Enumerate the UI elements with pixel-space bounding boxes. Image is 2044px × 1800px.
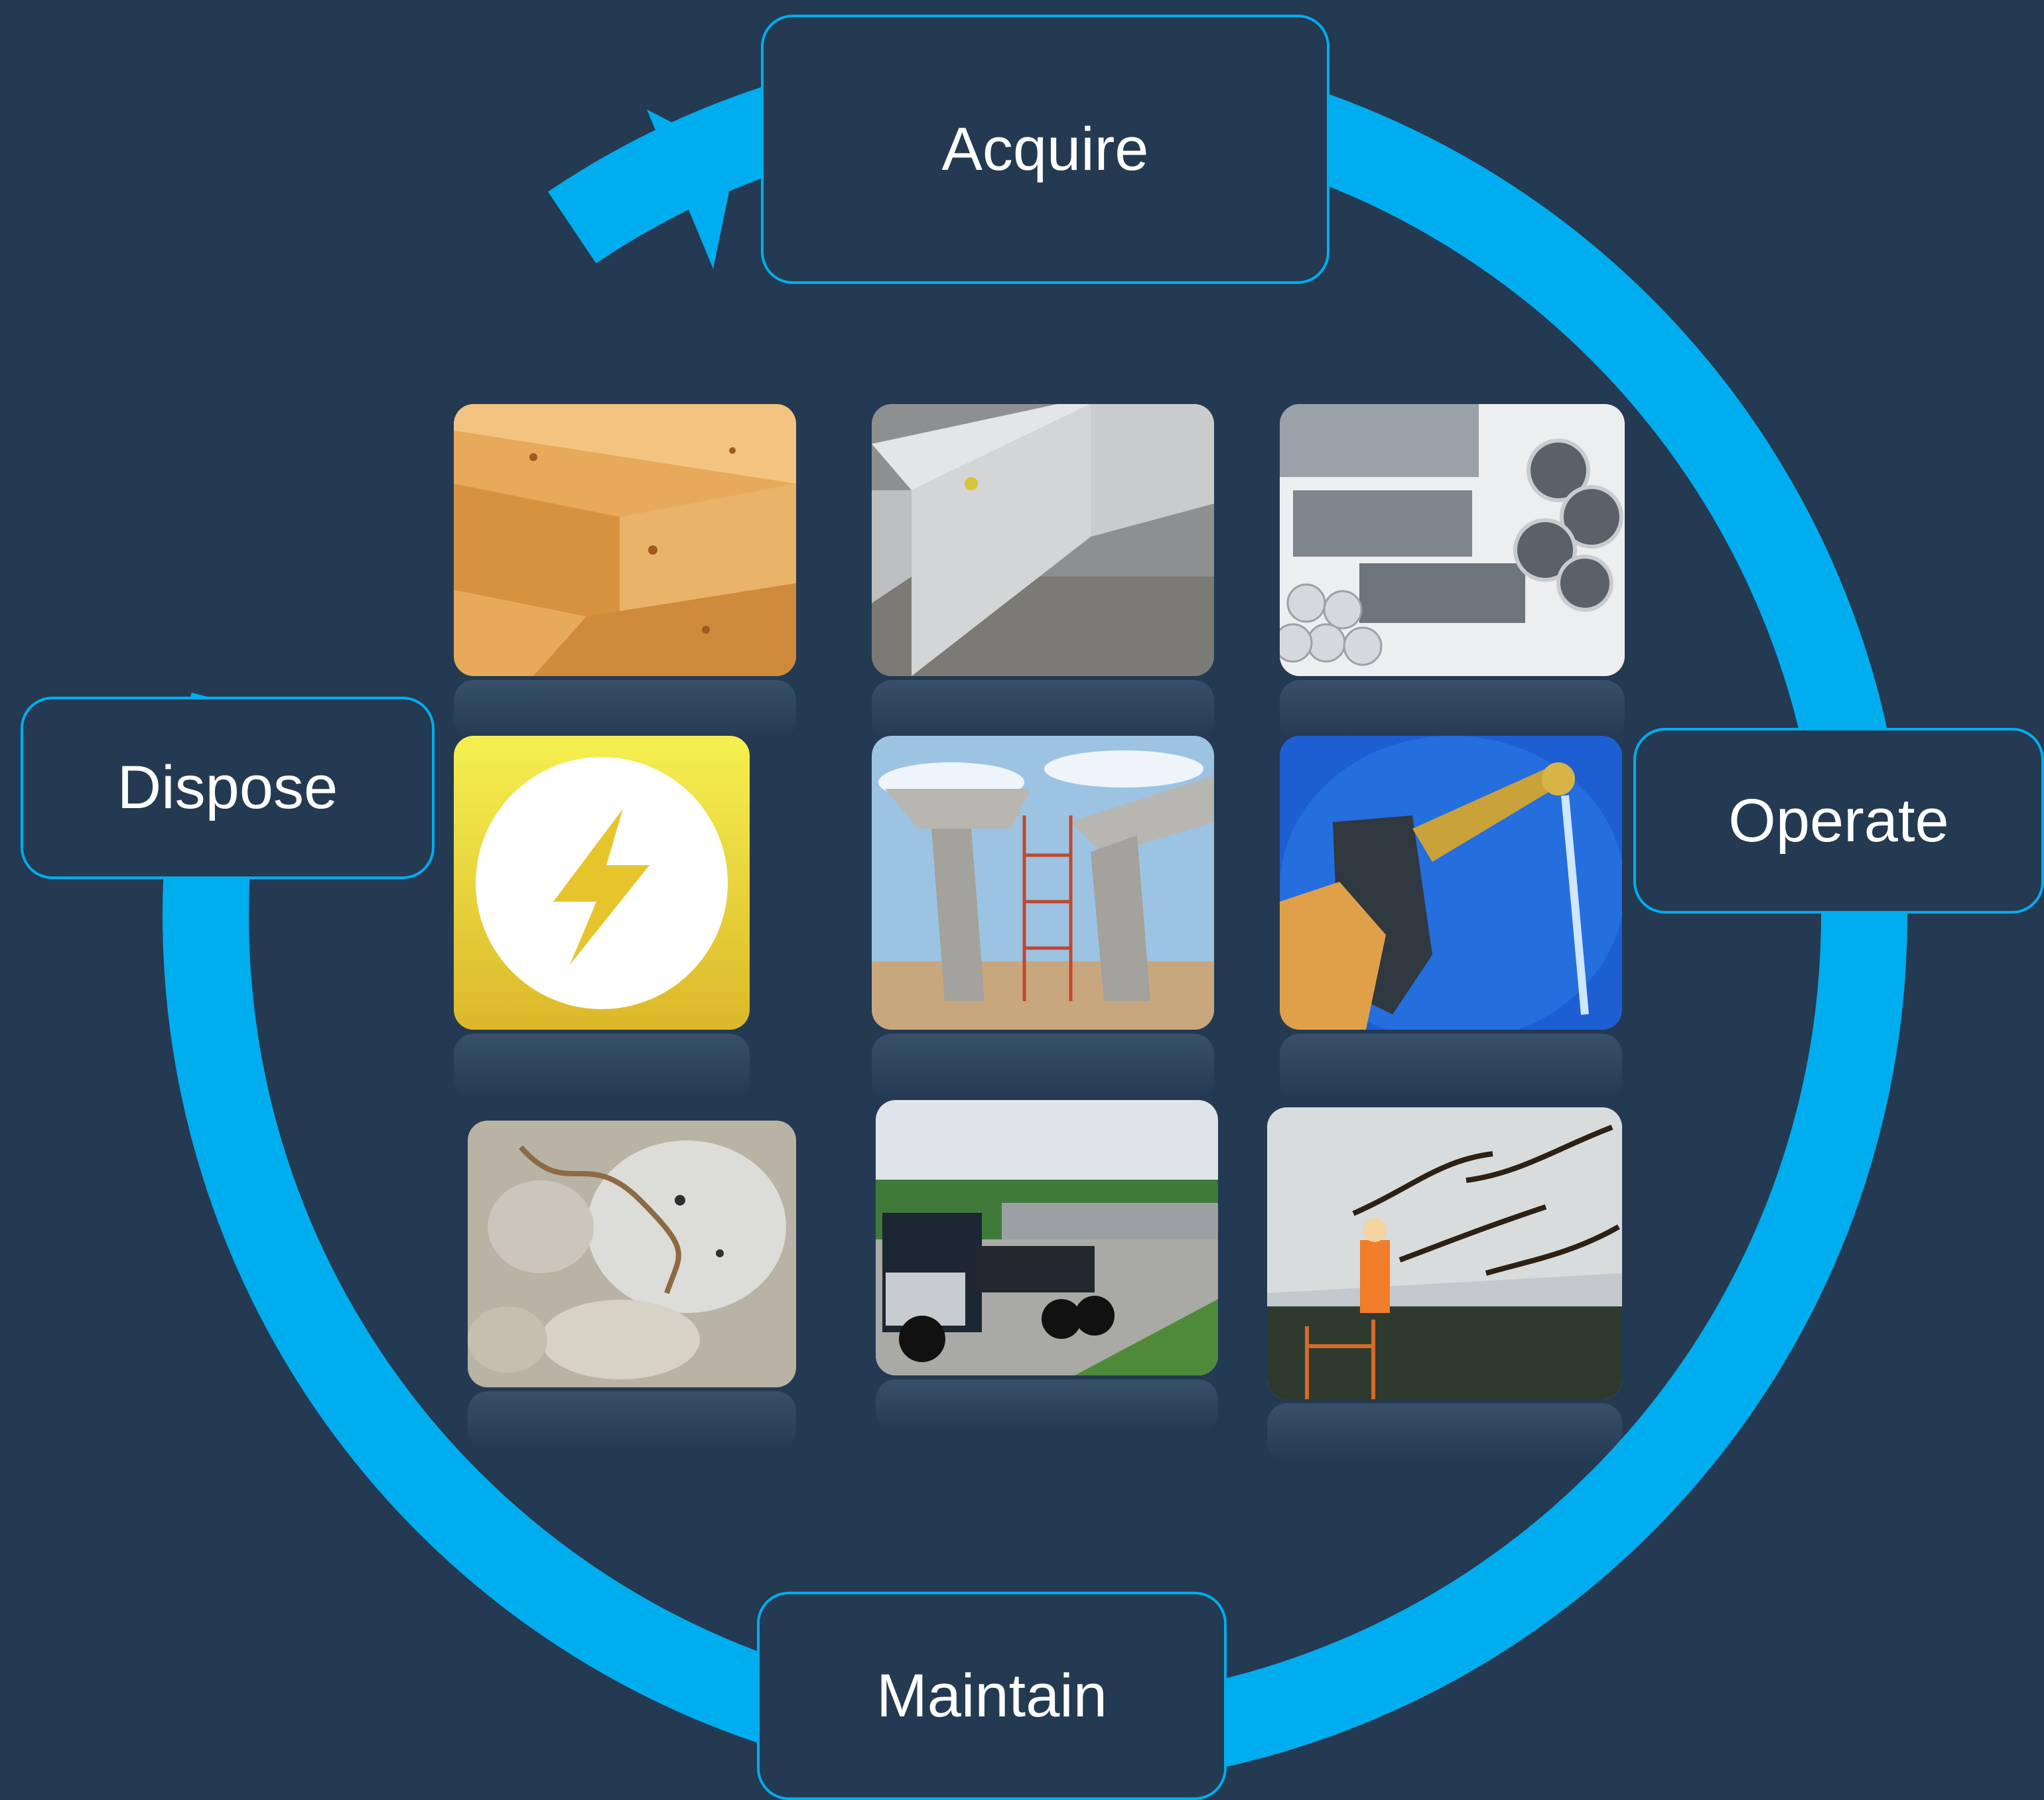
stage-operate-label: Operate [1728, 786, 1949, 855]
steel-sections-photo [1280, 404, 1625, 676]
concrete-rubble-photo [468, 1121, 796, 1387]
timber-photo [454, 404, 796, 676]
energy-tile [454, 736, 750, 1030]
stage-maintain[interactable]: Maintain [757, 1592, 1227, 1800]
precast-beams-photo [872, 404, 1214, 676]
stage-acquire-label: Acquire [941, 115, 1149, 183]
beam-transport-truck-photo [876, 1100, 1218, 1375]
stage-operate[interactable]: Operate [1633, 728, 2044, 914]
stage-dispose[interactable]: Dispose [21, 697, 435, 879]
stage-maintain-label: Maintain [876, 1661, 1107, 1730]
fuel-nozzle-photo [1280, 736, 1622, 1030]
bridge-repair-photo [1267, 1107, 1622, 1399]
stage-dispose-label: Dispose [117, 754, 338, 821]
bridge-construction-photo [872, 736, 1214, 1030]
cycle-arrowhead-icon [647, 109, 736, 269]
stage-acquire[interactable]: Acquire [761, 15, 1329, 284]
lightning-bolt-icon [553, 809, 649, 965]
